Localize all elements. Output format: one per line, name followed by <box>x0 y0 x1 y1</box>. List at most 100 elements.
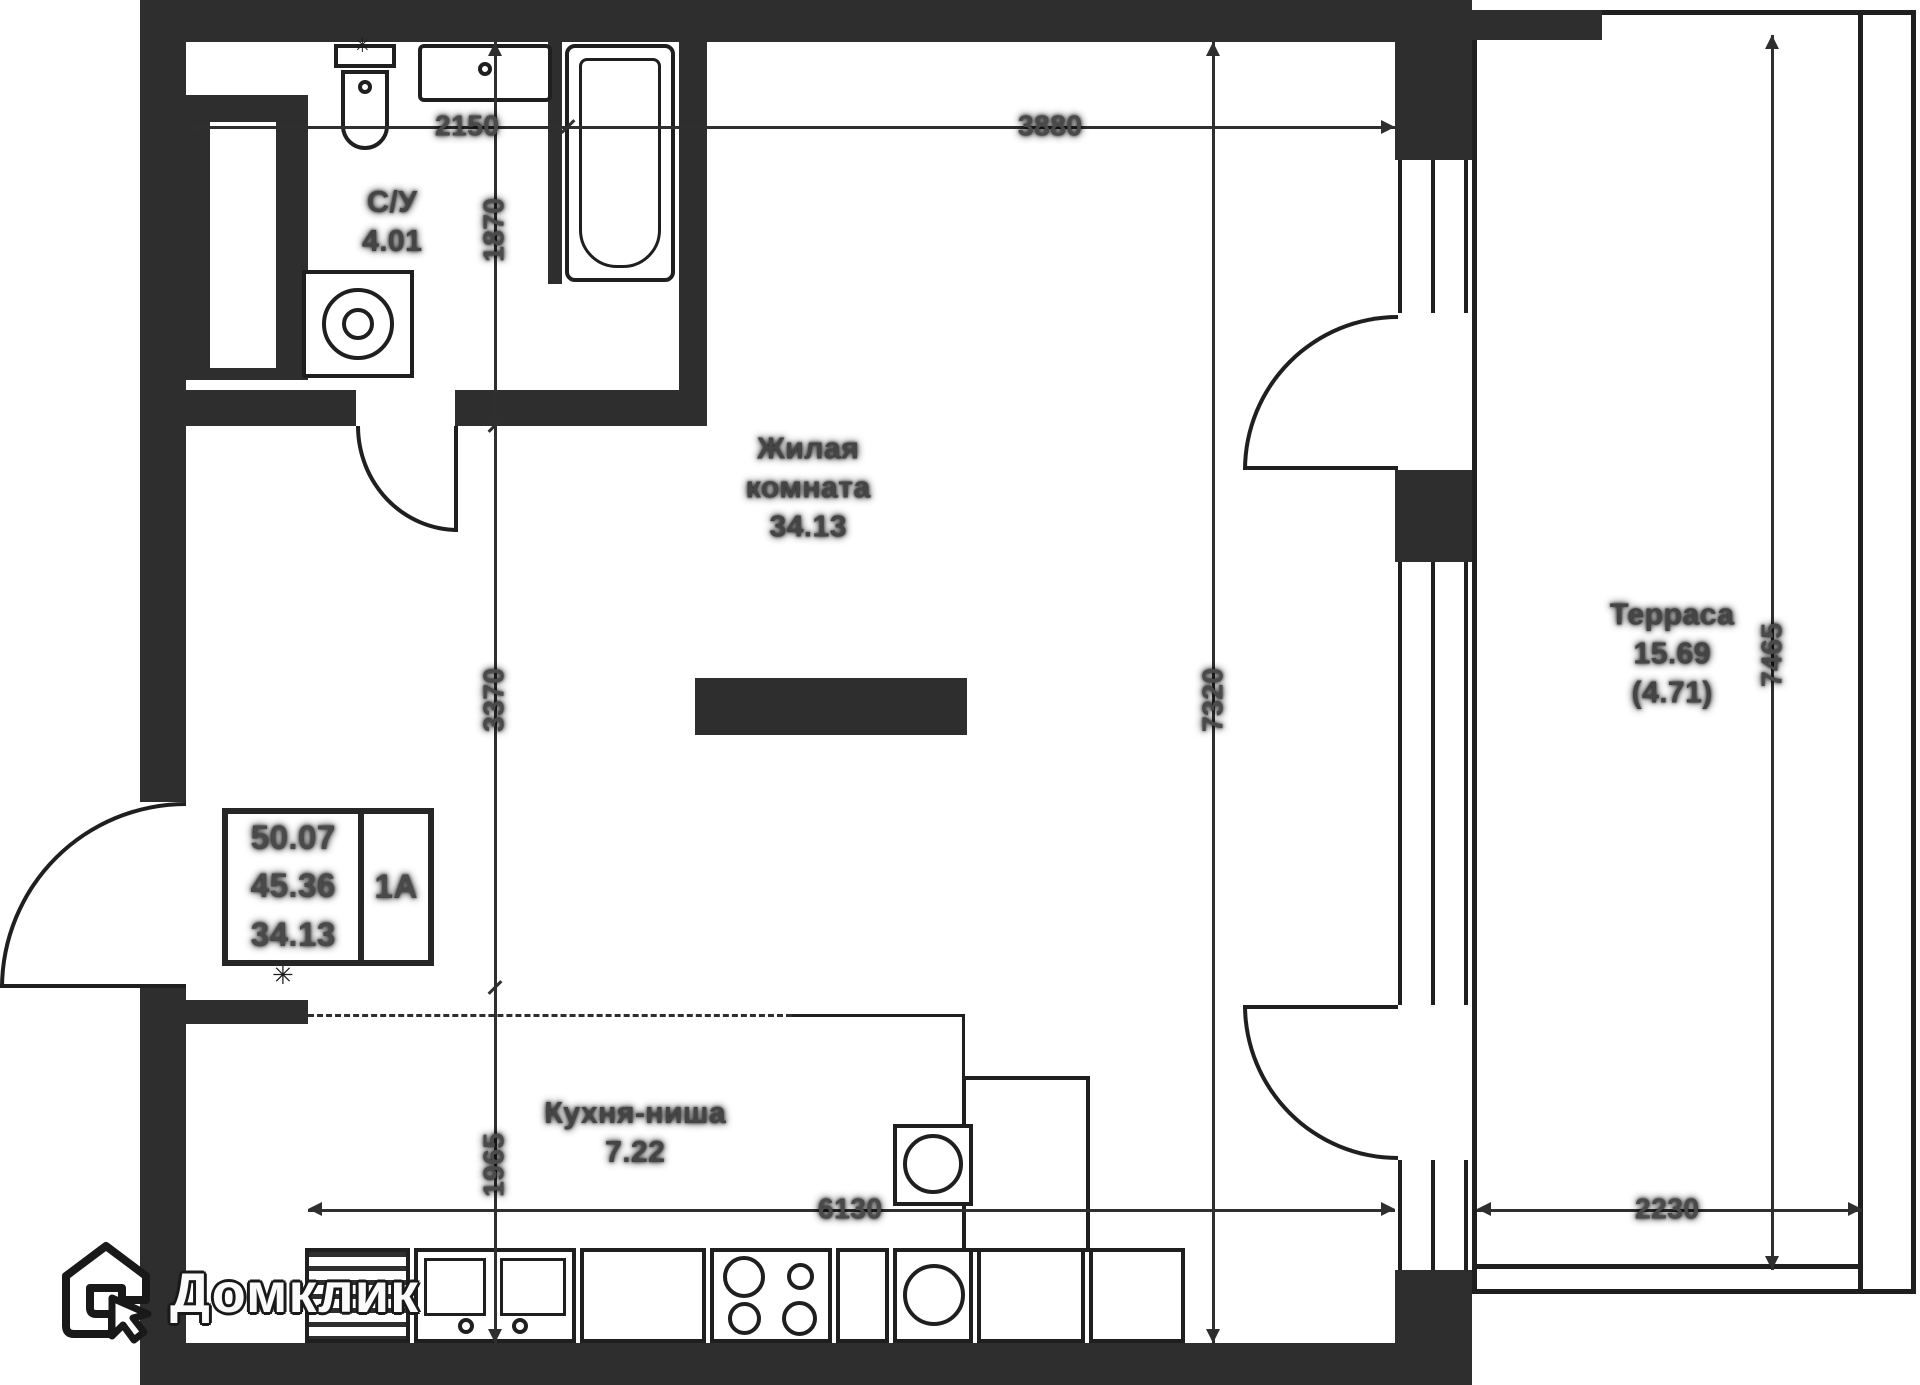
valve-icon: ✳ <box>354 35 371 57</box>
fridge-appliance <box>305 1248 410 1343</box>
toilet-flush-icon <box>358 80 372 94</box>
kitchen-island <box>695 678 967 735</box>
wall-bath-partition <box>548 42 562 284</box>
terrace-top-block <box>1472 10 1602 40</box>
washing-machine-drum-inner <box>342 308 374 340</box>
area-stamp-values: 50.07 45.36 34.13 <box>228 814 358 960</box>
area-stamp-divider <box>358 814 364 960</box>
bathroom-label: С/У 4.01 <box>362 182 422 260</box>
terrace-inner-right-line <box>1858 10 1863 1294</box>
living-room-area: 34.13 <box>769 508 847 544</box>
unit-label: 1А <box>374 867 418 906</box>
kitchen-faucet-right-icon <box>512 1318 528 1334</box>
stove-burner-3 <box>728 1302 761 1335</box>
window-terrace-upper <box>1398 160 1468 313</box>
wall-right-segment-bottom <box>1395 1270 1472 1385</box>
wall-top <box>140 0 1472 42</box>
bathroom-name: С/У <box>366 184 418 219</box>
ventilation-icon: ✳ <box>272 960 294 990</box>
kitchen-sink-basin-left <box>424 1258 486 1316</box>
entry-door-arc <box>0 802 186 988</box>
bathroom-sink <box>418 44 552 102</box>
stove-burner-2 <box>787 1263 814 1290</box>
domclick-house-icon <box>62 1242 152 1344</box>
dim-line-left-vertical <box>494 42 497 1343</box>
kitchen-cabinet-1 <box>580 1248 706 1343</box>
kitchen-area: 7.22 <box>604 1134 666 1169</box>
sink-faucet-icon <box>478 62 492 76</box>
dim-label-7465: 7465 <box>1756 622 1789 688</box>
vent-shaft-inner <box>210 122 276 368</box>
dim-arrow <box>1765 1256 1779 1270</box>
dim-line-top <box>186 126 1395 129</box>
dim-arrow <box>1206 42 1220 56</box>
dim-line-center-vertical <box>1212 42 1215 1343</box>
dim-label-6130: 6130 <box>817 1193 883 1226</box>
wall-bathroom-bottom-left <box>186 390 356 426</box>
stove-burner-4 <box>782 1301 817 1336</box>
kitchen-sink-basin-right <box>500 1258 566 1316</box>
dim-label-3370: 3370 <box>478 667 511 733</box>
kitchen-name: Кухня-ниша <box>544 1095 726 1130</box>
dim-arrow <box>488 1329 502 1343</box>
dim-line-terrace-bottom <box>1477 1209 1862 1212</box>
wall-left-lower <box>140 988 186 1385</box>
dim-label-3880: 3880 <box>1017 110 1083 143</box>
wall-left-upper <box>140 0 186 802</box>
wall-right-segment-top <box>1395 0 1472 160</box>
kitchen-cabinet-2 <box>836 1248 889 1343</box>
kitchen-faucet-left-icon <box>458 1318 474 1334</box>
stove-burner-1 <box>723 1256 765 1298</box>
dim-arrow <box>1206 1329 1220 1343</box>
living-room-name-1: Жилая <box>756 430 860 466</box>
terrace-name: Терраса <box>1609 596 1735 632</box>
total-area-value: 50.07 <box>250 818 336 857</box>
wall-kitchen-stub <box>186 1000 308 1024</box>
kitchen-label: Кухня-ниша 7.22 <box>544 1093 726 1171</box>
bathroom-door-arc <box>356 426 458 532</box>
kitchen-peninsula <box>962 1076 1090 1252</box>
kitchen-cabinet-3 <box>977 1248 1085 1343</box>
kitchen-niche-boundary <box>308 1014 792 1017</box>
terrace-label: Терраса 15.69 (4.71) <box>1610 595 1735 712</box>
kitchen-sink-round-upper <box>903 1134 963 1194</box>
dim-label-2230: 2230 <box>1634 1193 1700 1226</box>
domclick-watermark: Домклик <box>52 1240 419 1344</box>
dim-arrow <box>1381 120 1395 134</box>
dim-arrow <box>1848 1202 1862 1216</box>
dim-arrow <box>186 120 200 134</box>
unit-cell: 1А <box>364 814 428 960</box>
dim-label-7320: 7320 <box>1197 667 1230 733</box>
living-area-value: 45.36 <box>250 867 336 906</box>
room-area-value: 34.13 <box>250 916 336 955</box>
dim-arrow <box>488 42 502 56</box>
living-room-name-2: комната <box>745 469 871 505</box>
brand-name: Домклик <box>170 1260 420 1324</box>
living-room-label: Жилая комната 34.13 <box>746 429 871 546</box>
dim-arrow <box>1477 1202 1491 1216</box>
terrace-area: 15.69 <box>1633 635 1711 671</box>
wall-right-segment-mid <box>1395 470 1472 562</box>
dim-label-2150: 2150 <box>434 110 500 143</box>
kitchen-cabinet-4 <box>1089 1248 1185 1343</box>
dim-arrow <box>1765 35 1779 49</box>
terrace-door-lower-arc <box>1243 1005 1398 1160</box>
dim-label-1870: 1870 <box>478 197 511 263</box>
terrace-door-upper-arc <box>1243 315 1398 470</box>
dim-label-1965: 1965 <box>478 1132 511 1198</box>
wall-bathroom-bottom-right <box>455 390 707 426</box>
kitchen-sink-round-lower <box>903 1264 965 1326</box>
kitchen-niche-boundary-vert <box>962 1014 965 1080</box>
dim-arrow <box>308 1202 322 1216</box>
window-terrace-middle <box>1398 562 1468 1005</box>
dim-line-bottom <box>308 1209 1395 1212</box>
terrace-inner-bottom-line <box>1472 1264 1862 1269</box>
wall-bottom <box>140 1343 1472 1385</box>
window-terrace-lower <box>1398 1160 1468 1270</box>
wall-bathroom-right <box>679 42 707 426</box>
bathroom-area: 4.01 <box>361 223 423 258</box>
kitchen-niche-boundary-solid <box>792 1014 965 1017</box>
toilet-cistern <box>334 44 396 68</box>
washing-machine-drum <box>322 288 394 360</box>
